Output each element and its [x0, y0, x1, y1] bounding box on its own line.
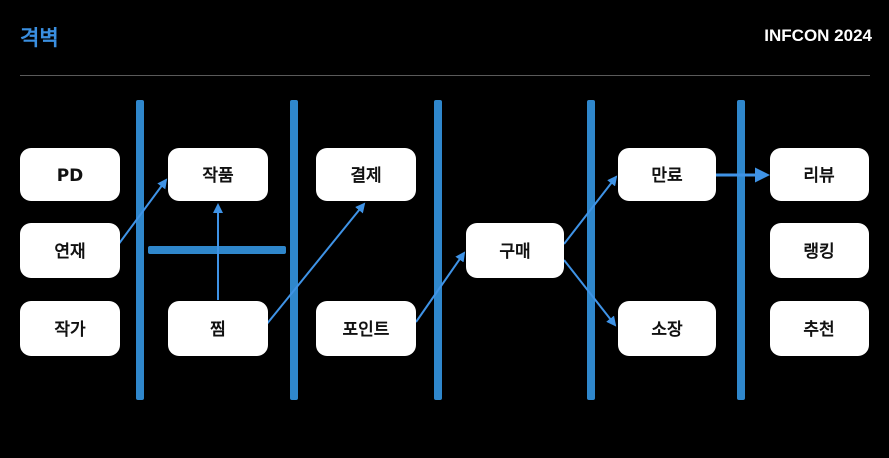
bulkhead-wall [136, 100, 144, 400]
edge-wish-payment [265, 202, 366, 326]
node-label: 찜 [210, 320, 226, 340]
header-divider [20, 75, 870, 76]
node-work: 작품 [168, 148, 268, 201]
bulkhead-wall [737, 100, 745, 400]
node-point: 포인트 [316, 301, 416, 356]
node-label: 만료 [651, 166, 683, 186]
node-wish: 찜 [168, 301, 268, 356]
node-purchase: 구매 [466, 223, 564, 278]
node-label: 작가 [54, 320, 86, 340]
node-expire: 만료 [618, 148, 716, 201]
node-recommend: 추천 [770, 301, 869, 356]
node-author: 작가 [20, 301, 120, 356]
node-payment: 결제 [316, 148, 416, 201]
bulkhead-wall [587, 100, 595, 400]
node-pd: PD [20, 148, 120, 201]
brand-label: INFCON 2024 [764, 26, 872, 45]
edge-serial-work [117, 178, 168, 246]
node-collection: 소장 [618, 301, 716, 356]
node-label: 리뷰 [803, 166, 835, 186]
node-ranking: 랭킹 [770, 223, 869, 278]
edge-purchase-expire [563, 175, 618, 245]
node-label: 작품 [202, 166, 234, 186]
node-label: 소장 [651, 320, 683, 340]
edge-point-purchase [415, 251, 466, 323]
page-title: 격벽 [20, 26, 59, 50]
bulkhead-wall [290, 100, 298, 400]
node-serial: 연재 [20, 223, 120, 278]
node-label: 랭킹 [803, 242, 834, 262]
node-review: 리뷰 [770, 148, 869, 201]
bulkhead-wall [434, 100, 442, 400]
node-label: 연재 [54, 242, 85, 262]
node-label: 포인트 [343, 320, 390, 340]
node-label: 결제 [350, 166, 381, 186]
edges [117, 167, 770, 327]
node-label: PD [57, 166, 84, 186]
node-label: 구매 [499, 242, 530, 262]
node-label: 추천 [803, 320, 834, 340]
edge-purchase-collection [563, 259, 617, 327]
